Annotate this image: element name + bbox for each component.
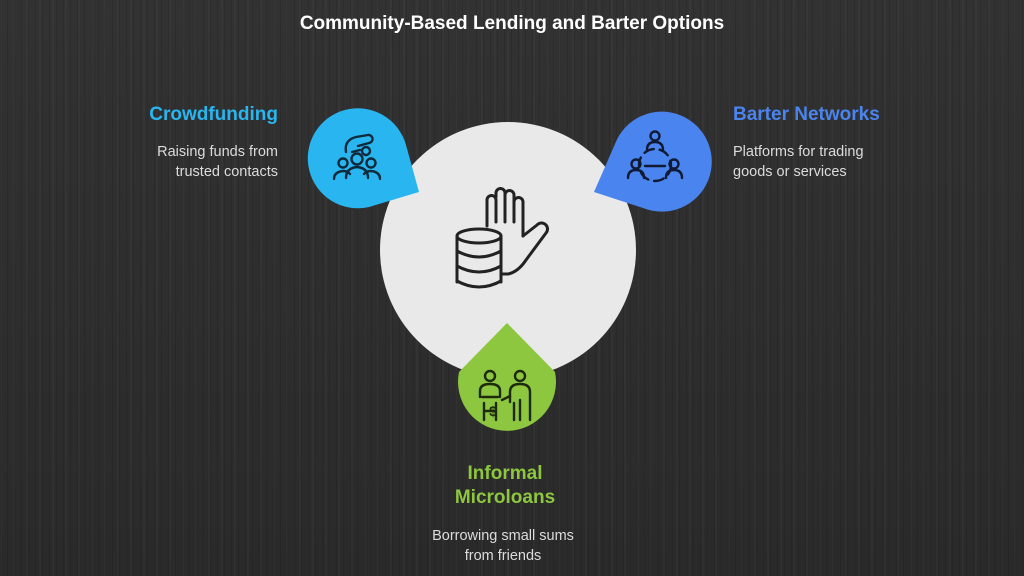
- barter-badge: [594, 111, 712, 212]
- two-people-dollar-icon: $: [478, 369, 532, 422]
- page-title: Community-Based Lending and Barter Optio…: [299, 13, 725, 34]
- barter-description: Platforms for trading goods or services: [733, 142, 933, 182]
- three-people-network-icon: [626, 130, 684, 183]
- barter-description-line-2: goods or services: [733, 164, 847, 180]
- microloans-description-line-2: from friends: [464, 548, 542, 564]
- crowdfunding-heading: Crowdfunding: [149, 104, 278, 125]
- crowdfunding-description-line-1: Raising funds from: [157, 144, 278, 160]
- microloans-badge: [458, 323, 556, 431]
- microloans-heading-line-1: Informal: [467, 463, 543, 484]
- microloans-description-line-1: Borrowing small sums: [432, 528, 574, 544]
- microloans-heading-line-2: Microloans: [454, 487, 556, 508]
- microloans-description: Borrowing small sums from friends: [403, 526, 603, 566]
- microloans-heading: Informal Microloans: [405, 462, 605, 510]
- hand-over-group-icon: [332, 133, 382, 181]
- svg-text:$: $: [489, 403, 497, 419]
- hand-and-coin-stack-icon: [455, 187, 549, 289]
- crowdfunding-description: Raising funds from trusted contacts: [78, 142, 278, 182]
- barter-description-line-1: Platforms for trading: [733, 144, 864, 160]
- crowdfunding-description-line-2: trusted contacts: [175, 164, 278, 180]
- center-circle: [380, 122, 636, 378]
- barter-heading: Barter Networks: [733, 104, 880, 125]
